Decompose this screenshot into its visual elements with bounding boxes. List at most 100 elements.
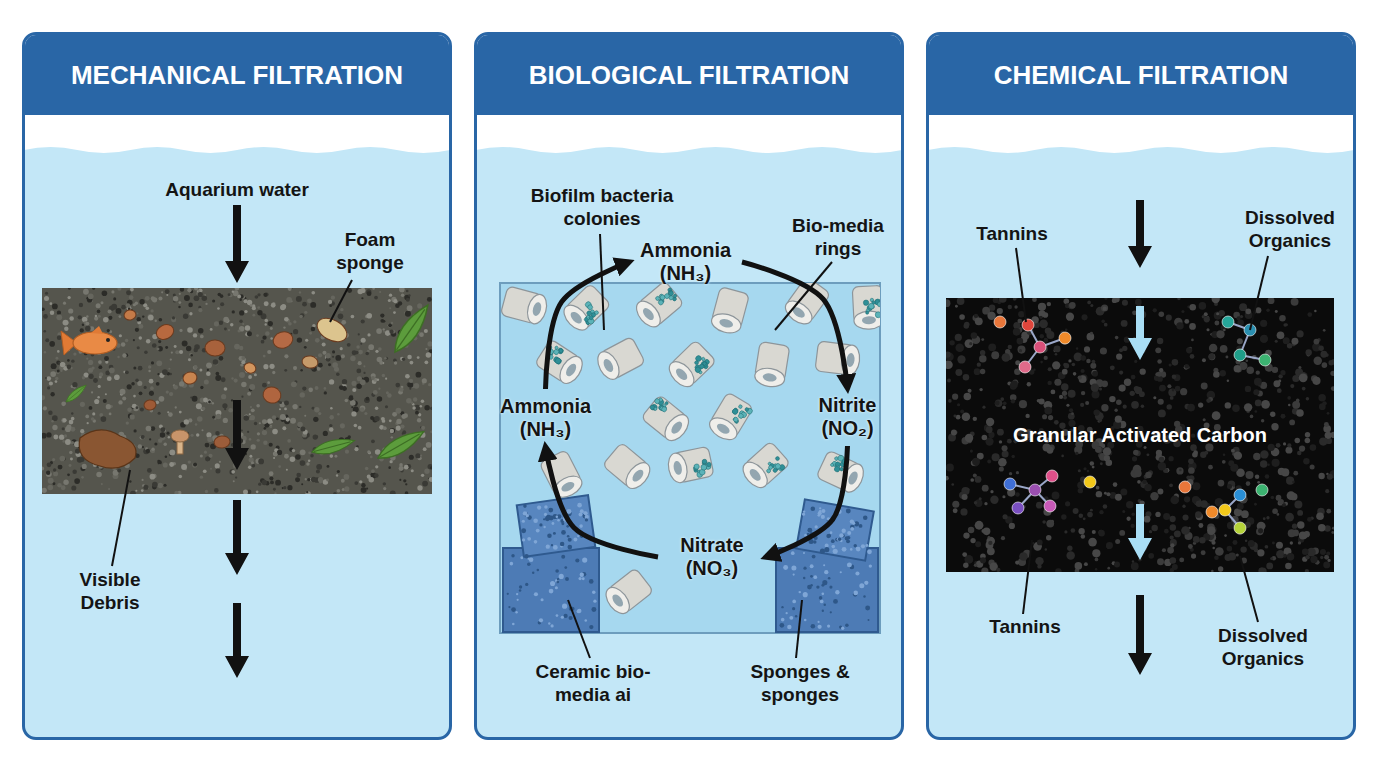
sponge-pore: [116, 308, 122, 314]
sponge-pore: [98, 464, 103, 469]
sponge-pore: [313, 417, 318, 422]
sponge-pore: [379, 361, 383, 365]
illustration-rect: [637, 283, 684, 327]
sponge-pore: [187, 327, 193, 333]
sponge-pore: [60, 370, 62, 372]
sponge-pore: [270, 321, 272, 323]
debris-blob: [123, 309, 137, 321]
sponge-pore: [160, 432, 165, 437]
sponge-pore: [567, 511, 572, 516]
sponge-pore: [302, 386, 306, 390]
sponge-pore: [336, 372, 340, 376]
sponge-pore: [269, 425, 272, 428]
illustration-circle: [702, 466, 707, 471]
sponge-pore: [71, 385, 74, 388]
sponge-pore: [258, 483, 261, 486]
sponge-pore: [163, 462, 168, 467]
sponge-pore: [322, 342, 326, 346]
sponge-pore: [821, 509, 825, 513]
debris-blob: [261, 385, 283, 405]
sponge-pore: [147, 314, 153, 320]
carbon-granule: [974, 368, 981, 375]
illustration-ellipse: [846, 353, 856, 368]
sponge-pore: [79, 457, 84, 462]
sponge-pore: [71, 412, 73, 414]
sponge-pore: [154, 442, 157, 445]
sponge-pore: [831, 539, 835, 543]
carbon-granule: [1003, 401, 1007, 405]
debris-blob: [182, 370, 199, 385]
sponge-pore: [188, 418, 192, 422]
carbon-granule: [984, 502, 987, 505]
sponge-pore: [215, 410, 221, 416]
sponge-pore: [311, 291, 315, 295]
sponge-pore: [44, 296, 49, 301]
illustration-ellipse: [261, 385, 283, 405]
sponge-pore: [835, 590, 839, 594]
sponge-pore: [422, 481, 428, 487]
sponge-pore: [319, 451, 324, 456]
sponge-pore: [360, 407, 365, 412]
sponge-pore: [337, 413, 340, 416]
sponge-pore: [333, 323, 338, 328]
sponge-pore: [417, 456, 421, 460]
sponge-pore: [291, 381, 297, 387]
sponge-pore: [393, 453, 396, 456]
sponge-pore: [861, 544, 865, 548]
sponge-pore: [548, 622, 550, 624]
debris-leaf: [64, 382, 89, 404]
sponge-pore: [42, 395, 45, 400]
carbon-granule: [1291, 338, 1298, 345]
sponge-pore: [99, 434, 104, 439]
sponge-pore: [249, 384, 255, 390]
sponge-pore: [113, 458, 118, 463]
sponge-pore: [230, 323, 234, 327]
sponge-pore: [391, 297, 396, 302]
sponge-pore: [142, 315, 144, 317]
sponge-pore: [237, 295, 241, 299]
sponge-pore: [561, 522, 564, 525]
sponge-pore: [539, 618, 543, 622]
sponge-pore: [47, 485, 53, 491]
sponge-pore: [86, 315, 88, 317]
illustration-circle: [653, 407, 657, 411]
sponge-pore: [356, 445, 359, 448]
carbon-granule: [1076, 347, 1078, 349]
illustration-circle: [745, 407, 753, 415]
illustration-path: [310, 435, 356, 458]
illustration-circle: [744, 407, 749, 412]
sponge-pore: [299, 291, 301, 293]
sponge-pore: [80, 388, 83, 391]
carbon-granule: [1018, 311, 1025, 318]
sponge-pore: [212, 402, 214, 404]
sponge-pore: [67, 473, 70, 476]
illustration-circle: [777, 465, 784, 472]
sponge-pore: [831, 545, 835, 549]
sponge-pore: [171, 317, 176, 322]
sponge-pore: [221, 394, 226, 399]
sponge-pore: [143, 448, 149, 454]
sponge-pore: [223, 317, 229, 323]
carbon-granule: [963, 374, 970, 381]
illustration-ellipse: [791, 305, 807, 320]
sponge-pore: [88, 360, 93, 365]
sponge-pore: [561, 530, 566, 535]
sponge-pore: [327, 465, 330, 468]
sponge-pore: [47, 376, 52, 381]
sponge-pore: [564, 566, 567, 569]
sponge-pore: [98, 315, 101, 318]
sponge-pore: [395, 303, 400, 308]
sponge-pore: [329, 379, 334, 384]
sponge-pore: [409, 455, 414, 460]
sponge-pore: [166, 432, 169, 435]
sponge-pore: [352, 400, 358, 406]
sponge-pore: [399, 466, 404, 471]
sponge-pore: [371, 393, 375, 397]
carbon-granule: [1292, 529, 1299, 536]
sponge-pore: [63, 366, 68, 371]
sponge-pore: [134, 429, 137, 432]
carbon-granule: [1061, 514, 1066, 519]
sponge-pore: [221, 357, 224, 360]
sponge-pore: [331, 295, 335, 299]
sponge-pore: [263, 355, 266, 358]
